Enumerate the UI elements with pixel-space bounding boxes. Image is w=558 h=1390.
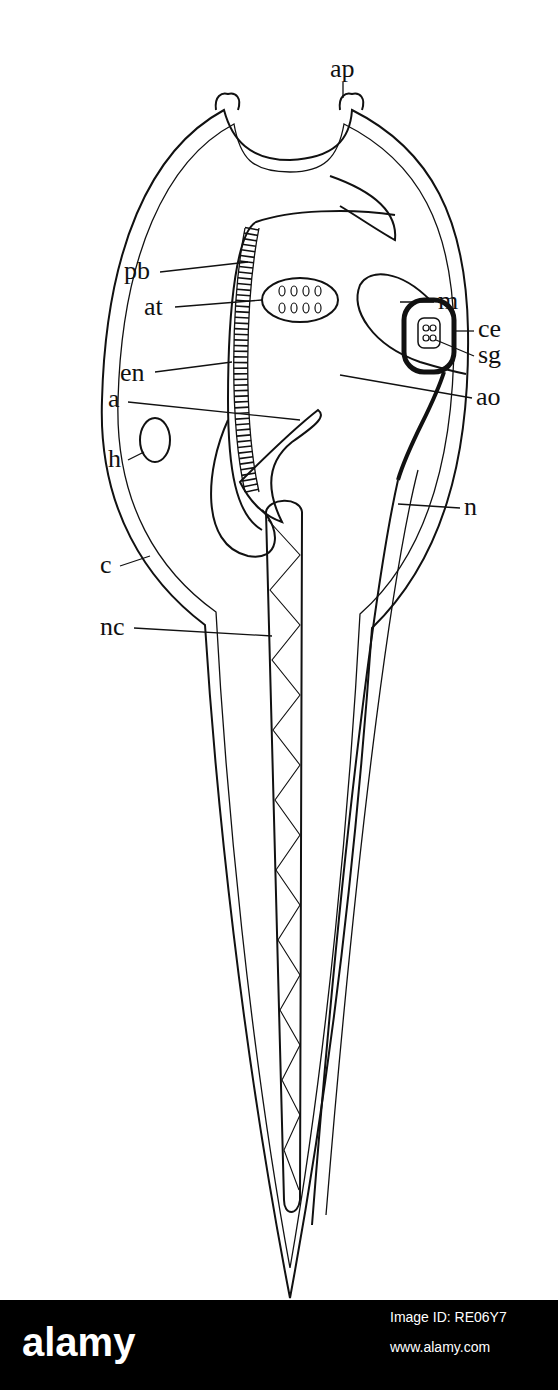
part-label: a xyxy=(108,386,120,412)
pharynx-floor xyxy=(358,274,466,374)
part-label: m xyxy=(438,288,458,314)
rectum xyxy=(240,410,321,522)
part-label: ao xyxy=(476,384,501,410)
notochord-cells xyxy=(268,520,300,1190)
leader-line xyxy=(456,330,474,331)
part-label: nc xyxy=(100,614,125,640)
watermark-bar xyxy=(0,1300,558,1390)
sense-organ xyxy=(430,325,436,331)
mouth xyxy=(330,176,395,240)
sense-organ xyxy=(418,318,440,348)
part-label: pb xyxy=(124,258,150,284)
atrium xyxy=(262,278,338,322)
leader-line xyxy=(398,504,460,508)
watermark-text: www.alamy.com xyxy=(390,1340,490,1354)
nerve-cord-wall xyxy=(326,470,418,1215)
part-label: n xyxy=(464,494,477,520)
leader-line xyxy=(400,301,434,302)
nerve-cord xyxy=(312,480,398,1225)
leader-line xyxy=(160,262,248,272)
part-label: ap xyxy=(330,56,355,82)
endostyle-edge xyxy=(234,228,245,492)
sense-organ xyxy=(430,335,436,341)
papilla xyxy=(216,94,240,110)
leader-line xyxy=(342,82,343,98)
part-label: at xyxy=(144,294,163,320)
sense-organ xyxy=(423,335,429,341)
part-label: sg xyxy=(478,342,501,368)
part-label: ce xyxy=(478,316,501,342)
notochord xyxy=(266,501,302,1212)
part-label: c xyxy=(100,552,112,578)
stigmata xyxy=(279,286,321,313)
leader-line xyxy=(436,340,474,356)
part-label: en xyxy=(120,360,145,386)
pharynx xyxy=(228,211,395,530)
leader-line xyxy=(155,362,232,372)
endostyle-edge xyxy=(248,228,259,492)
nerve-cord xyxy=(398,372,444,480)
inner-outline xyxy=(118,124,454,1268)
part-label: h xyxy=(108,446,121,472)
heart xyxy=(140,418,170,462)
leader-line xyxy=(340,375,472,398)
leader-line xyxy=(134,628,272,636)
leader-line xyxy=(120,556,150,566)
leader-line xyxy=(128,402,300,420)
body-outline xyxy=(102,110,468,1298)
watermark-logo: alamy xyxy=(22,1322,135,1362)
leader-line xyxy=(128,452,144,460)
watermark-text: Image ID: RE06Y7 xyxy=(390,1310,507,1324)
leader-line xyxy=(175,300,262,307)
larva-body xyxy=(102,94,468,1298)
endostyle xyxy=(241,228,252,492)
leader-lines xyxy=(120,82,474,636)
sense-organ xyxy=(423,325,429,331)
